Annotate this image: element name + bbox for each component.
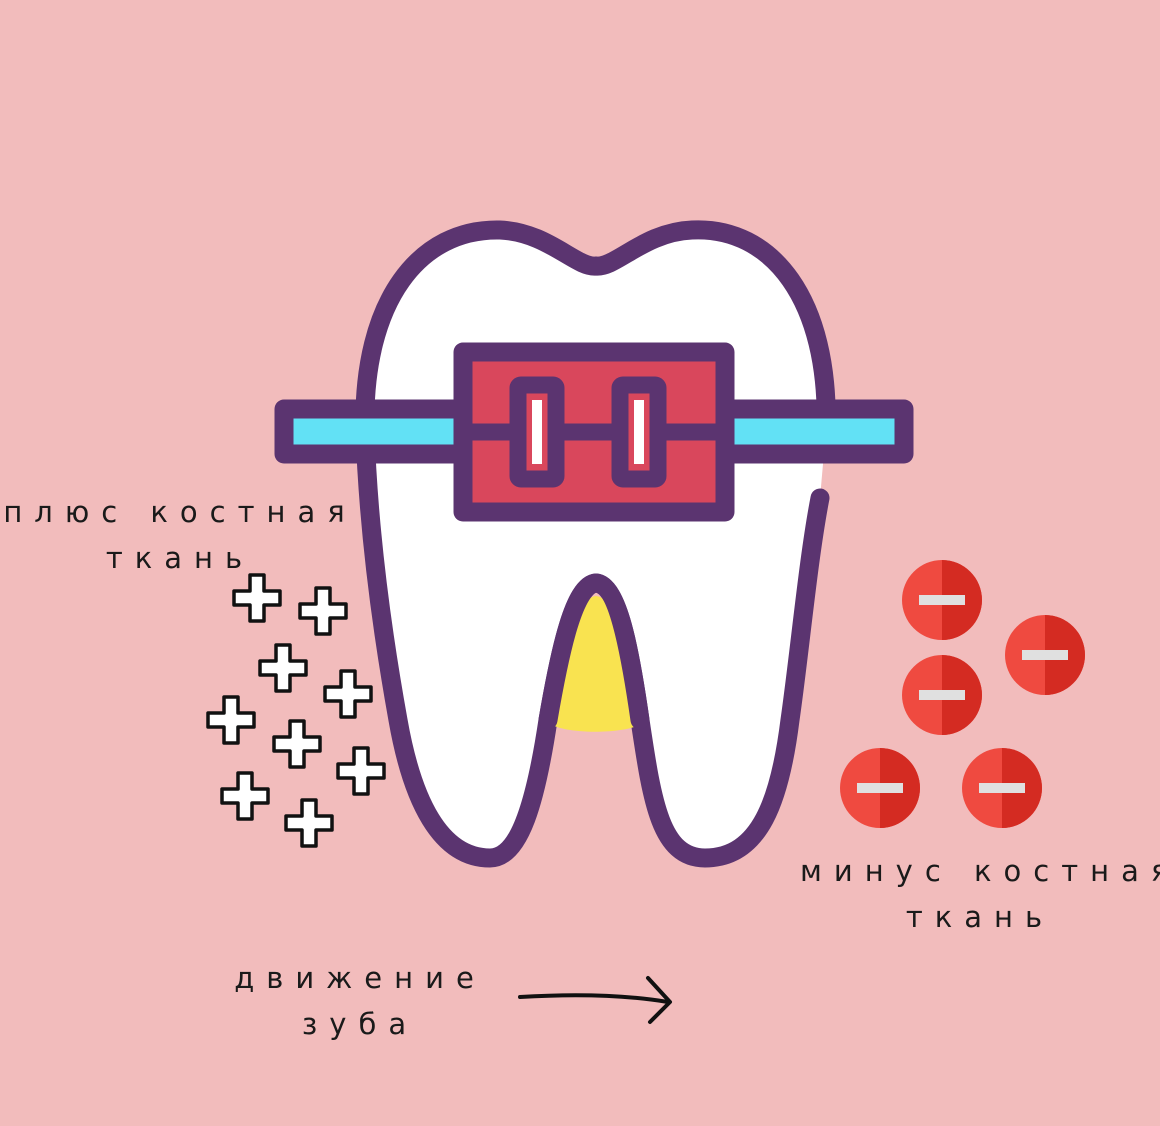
plus-icon <box>272 719 322 769</box>
minus-cluster <box>840 560 1085 828</box>
plus-bone-label-line2: ткань <box>105 541 255 575</box>
tooth-motion-label-line1: движение <box>234 961 486 995</box>
tooth-body <box>355 220 836 868</box>
minus-bone-label-line2: ткань <box>905 900 1055 934</box>
minus-circle-icon <box>962 748 1042 828</box>
plus-icon <box>232 573 282 623</box>
minus-bone-label-line1: минус костная <box>800 854 1160 888</box>
minus-circle-icon <box>902 560 982 640</box>
minus-bone-label: минус костная ткань <box>800 848 1160 940</box>
plus-bone-label: плюс костная ткань <box>0 489 360 581</box>
plus-icon <box>220 771 270 821</box>
plus-icon <box>323 669 373 719</box>
minus-circle-icon <box>840 748 920 828</box>
tooth-inner-outline <box>538 573 650 730</box>
tooth-motion-label: движение зуба <box>210 955 510 1047</box>
plus-icon <box>298 586 348 636</box>
plus-bone-label-line1: плюс костная <box>3 495 357 529</box>
plus-icon <box>336 746 386 796</box>
arrow-right-icon <box>518 976 672 1024</box>
tooth-motion-label-line2: зуба <box>301 1007 419 1041</box>
plus-cluster <box>206 573 386 848</box>
plus-icon <box>258 643 308 693</box>
plus-icon <box>206 695 256 745</box>
bracket-wing-right-slot <box>634 400 644 464</box>
plus-icon <box>284 798 334 848</box>
bracket-wing-left-slot <box>532 400 542 464</box>
minus-circle-icon <box>1005 615 1085 695</box>
minus-circle-icon <box>902 655 982 735</box>
tooth-with-braces-icon <box>274 220 914 868</box>
